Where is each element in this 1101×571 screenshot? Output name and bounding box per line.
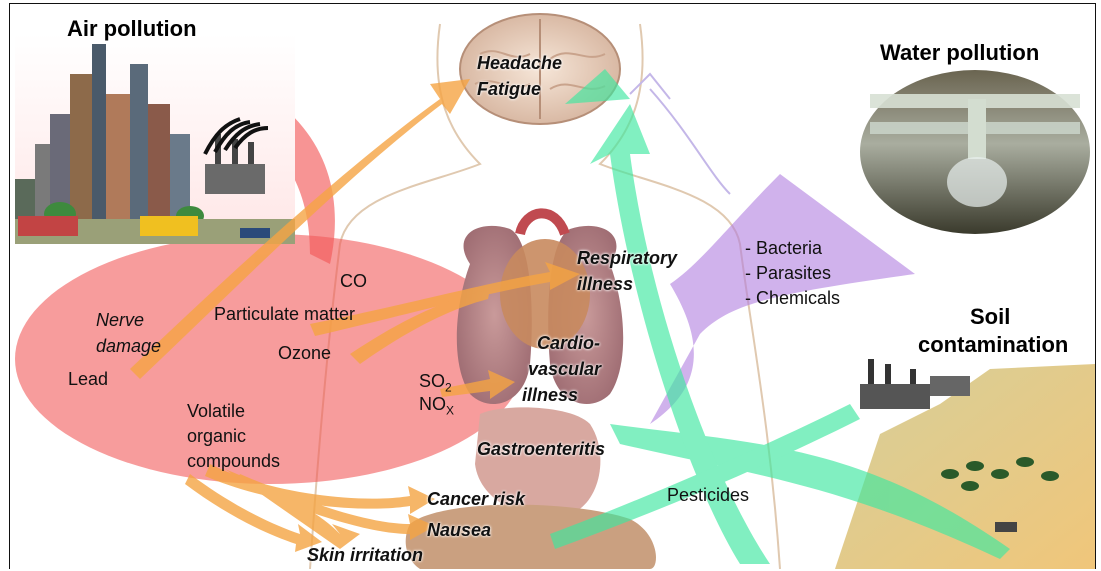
pollutant-voc-2: organic	[187, 427, 246, 445]
pollutant-lead: Lead	[68, 370, 108, 388]
title-soil-line1: Soil	[970, 306, 1010, 328]
illness-nerve-1: Nerve	[96, 311, 144, 329]
illness-fatigue: Fatigue	[477, 80, 541, 98]
water-arrow-thin	[650, 89, 730, 194]
illness-cardio-3: illness	[522, 386, 578, 404]
pollutant-voc-1: Volatile	[187, 402, 245, 420]
illness-respiratory-1: Respiratory	[577, 249, 677, 267]
pollution-health-diagram: Air pollution Water pollution Soil conta…	[9, 3, 1096, 569]
illness-nerve-2: damage	[96, 337, 161, 355]
city-illustration	[15, 34, 295, 244]
pollutant-pesticides: Pesticides	[667, 486, 749, 504]
pollutant-particulate-matter: Particulate matter	[214, 305, 355, 323]
pollutant-co: CO	[340, 272, 367, 290]
illness-headache: Headache	[477, 54, 562, 72]
illness-cardio-2: vascular	[528, 360, 601, 378]
water-pollutant-chemicals: - Chemicals	[745, 286, 840, 311]
pollutant-voc-3: compounds	[187, 452, 280, 470]
illness-respiratory-2: illness	[577, 275, 633, 293]
title-air-pollution: Air pollution	[67, 18, 197, 40]
water-pollutant-parasites: - Parasites	[745, 261, 840, 286]
water-pollutant-list: - Bacteria - Parasites - Chemicals	[745, 236, 840, 311]
illness-nausea: Nausea	[427, 521, 491, 539]
pollutant-so2: SO2	[419, 372, 452, 394]
illness-cardio-1: Cardio-	[537, 334, 600, 352]
pollutant-ozone: Ozone	[278, 344, 331, 362]
water-pollutant-bacteria: - Bacteria	[745, 236, 840, 261]
title-soil-line2: contamination	[918, 334, 1068, 356]
title-water-pollution: Water pollution	[880, 42, 1039, 64]
illness-skin-irritation: Skin irritation	[307, 546, 423, 564]
diagram-artwork	[10, 4, 1095, 569]
illness-gastroenteritis: Gastroenteritis	[477, 440, 605, 458]
pollutant-nox: NOX	[419, 395, 454, 417]
water-pollution-photo	[860, 70, 1090, 234]
illness-cancer-risk: Cancer risk	[427, 490, 525, 508]
